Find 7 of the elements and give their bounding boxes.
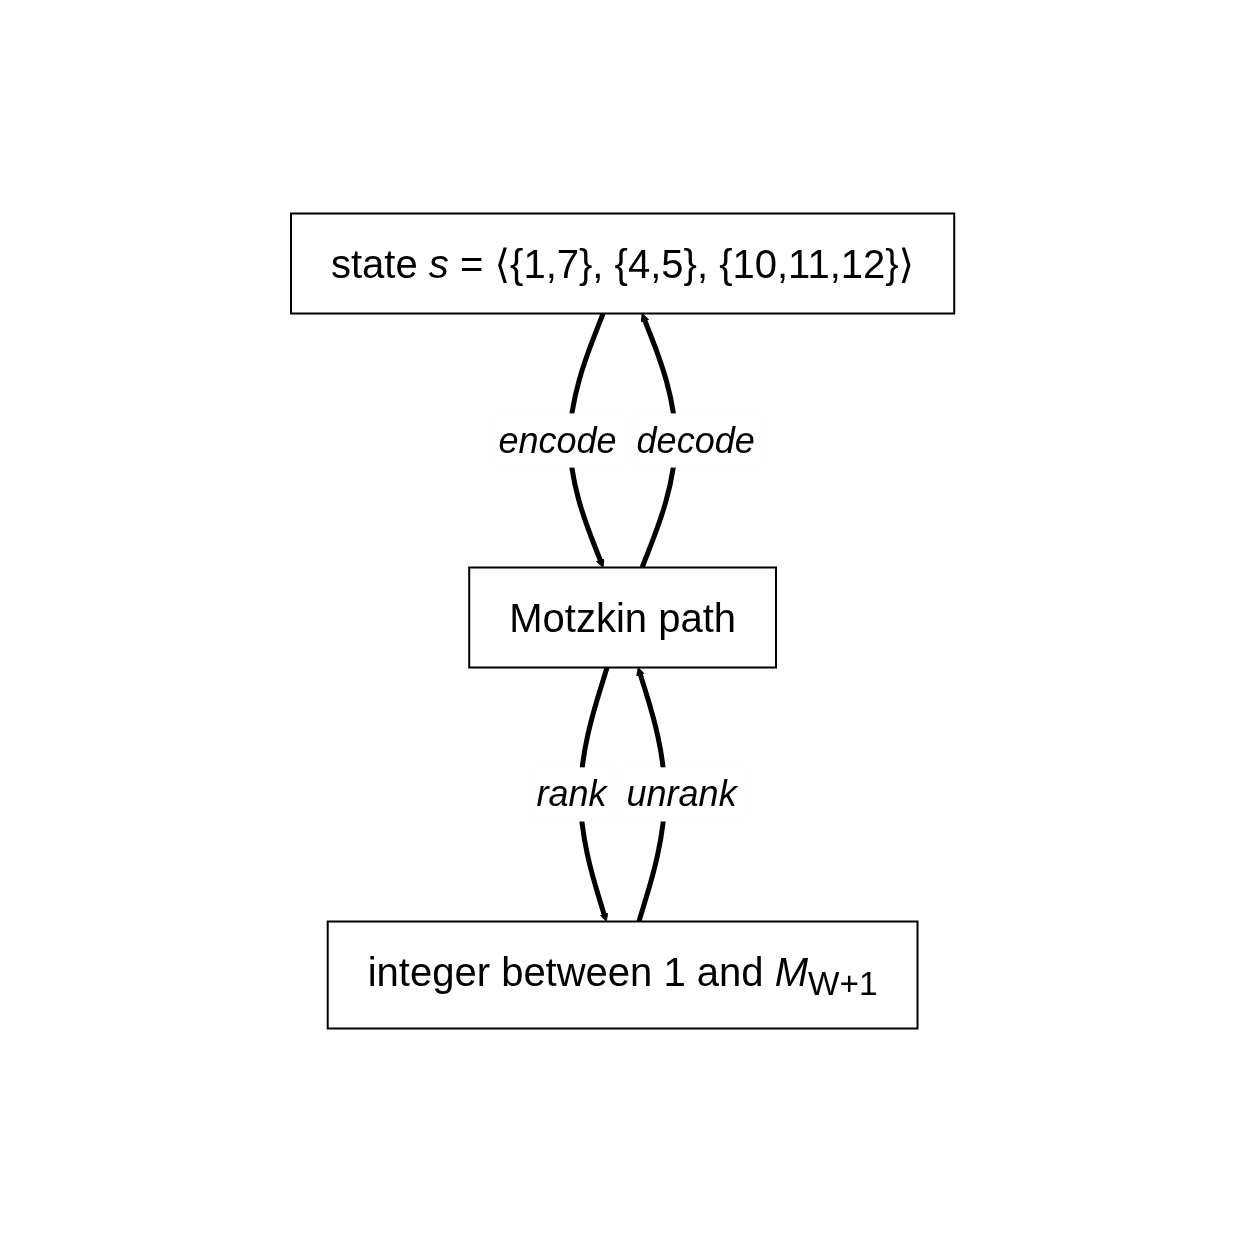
edge-label: unrank (626, 773, 737, 815)
edge-label: decode (636, 419, 755, 461)
edge-label: encode (498, 419, 617, 461)
node-box: Motzkin path (468, 566, 777, 669)
node-box: integer between 1 and M$_{W+1}$ (326, 920, 919, 1030)
edge-label: rank (536, 773, 607, 815)
node-box: state s = ⟨{1,7}, {4,5}, {10,11,12}⟩ (289, 212, 956, 315)
